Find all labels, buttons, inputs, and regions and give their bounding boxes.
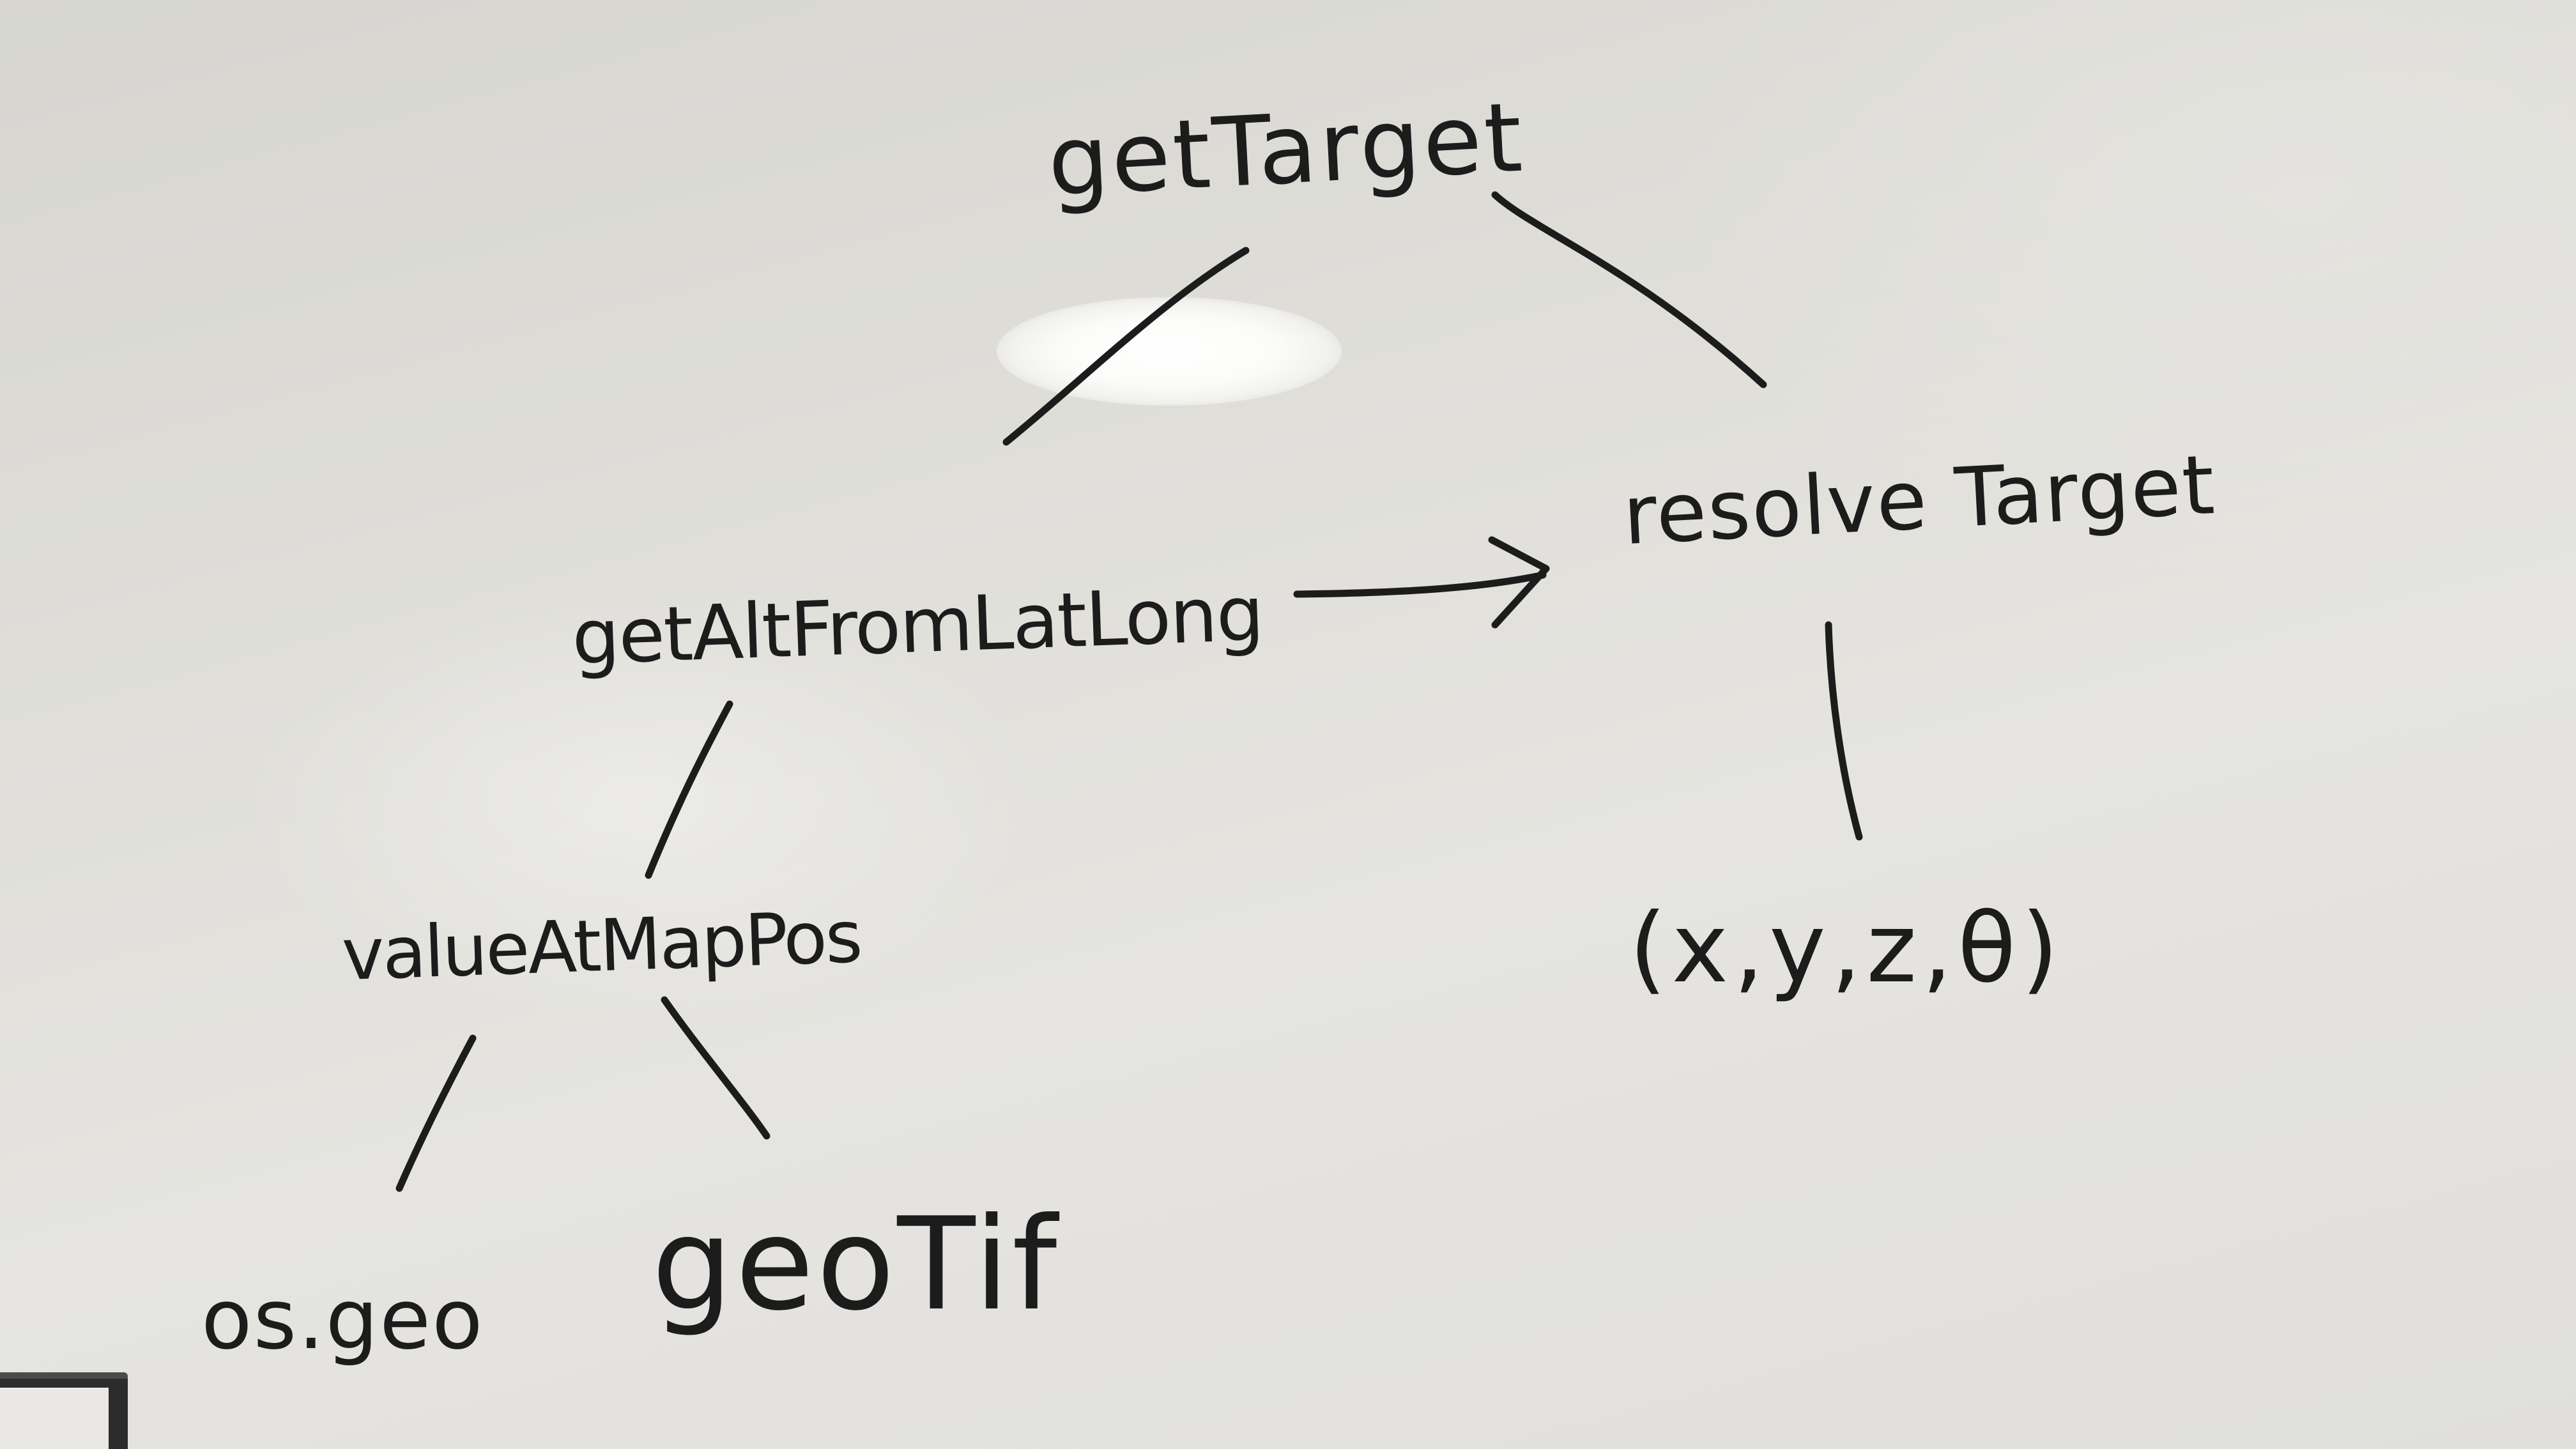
edge-gettarget-to-getalt xyxy=(1002,247,1250,446)
node-get-alt-from-lat-long: getAltFromLatLong xyxy=(570,569,1264,682)
whiteboard-frame-inner xyxy=(0,1388,109,1449)
node-get-target: getTarget xyxy=(1045,82,1528,218)
edge-getalt-to-resolvetarget-arrow xyxy=(1293,571,1547,598)
arrowhead xyxy=(1488,536,1550,629)
node-output-tuple: (x,y,z,θ) xyxy=(1629,893,2064,1004)
node-value-at-map-pos: valueAtMapPos xyxy=(340,895,862,997)
light-glare xyxy=(997,297,1342,406)
edge-gettarget-to-resolvetarget xyxy=(1491,191,1767,388)
edge-valueatmappos-to-osgeo xyxy=(395,1034,477,1192)
edge-resolvetarget-to-tuple xyxy=(1825,621,1863,841)
edge-valueatmappos-to-geotif xyxy=(661,996,770,1140)
node-os-geo: os.geo xyxy=(201,1271,484,1368)
edge-getalt-to-valueatmappos xyxy=(645,700,733,879)
node-geo-tif: geoTif xyxy=(652,1190,1060,1339)
